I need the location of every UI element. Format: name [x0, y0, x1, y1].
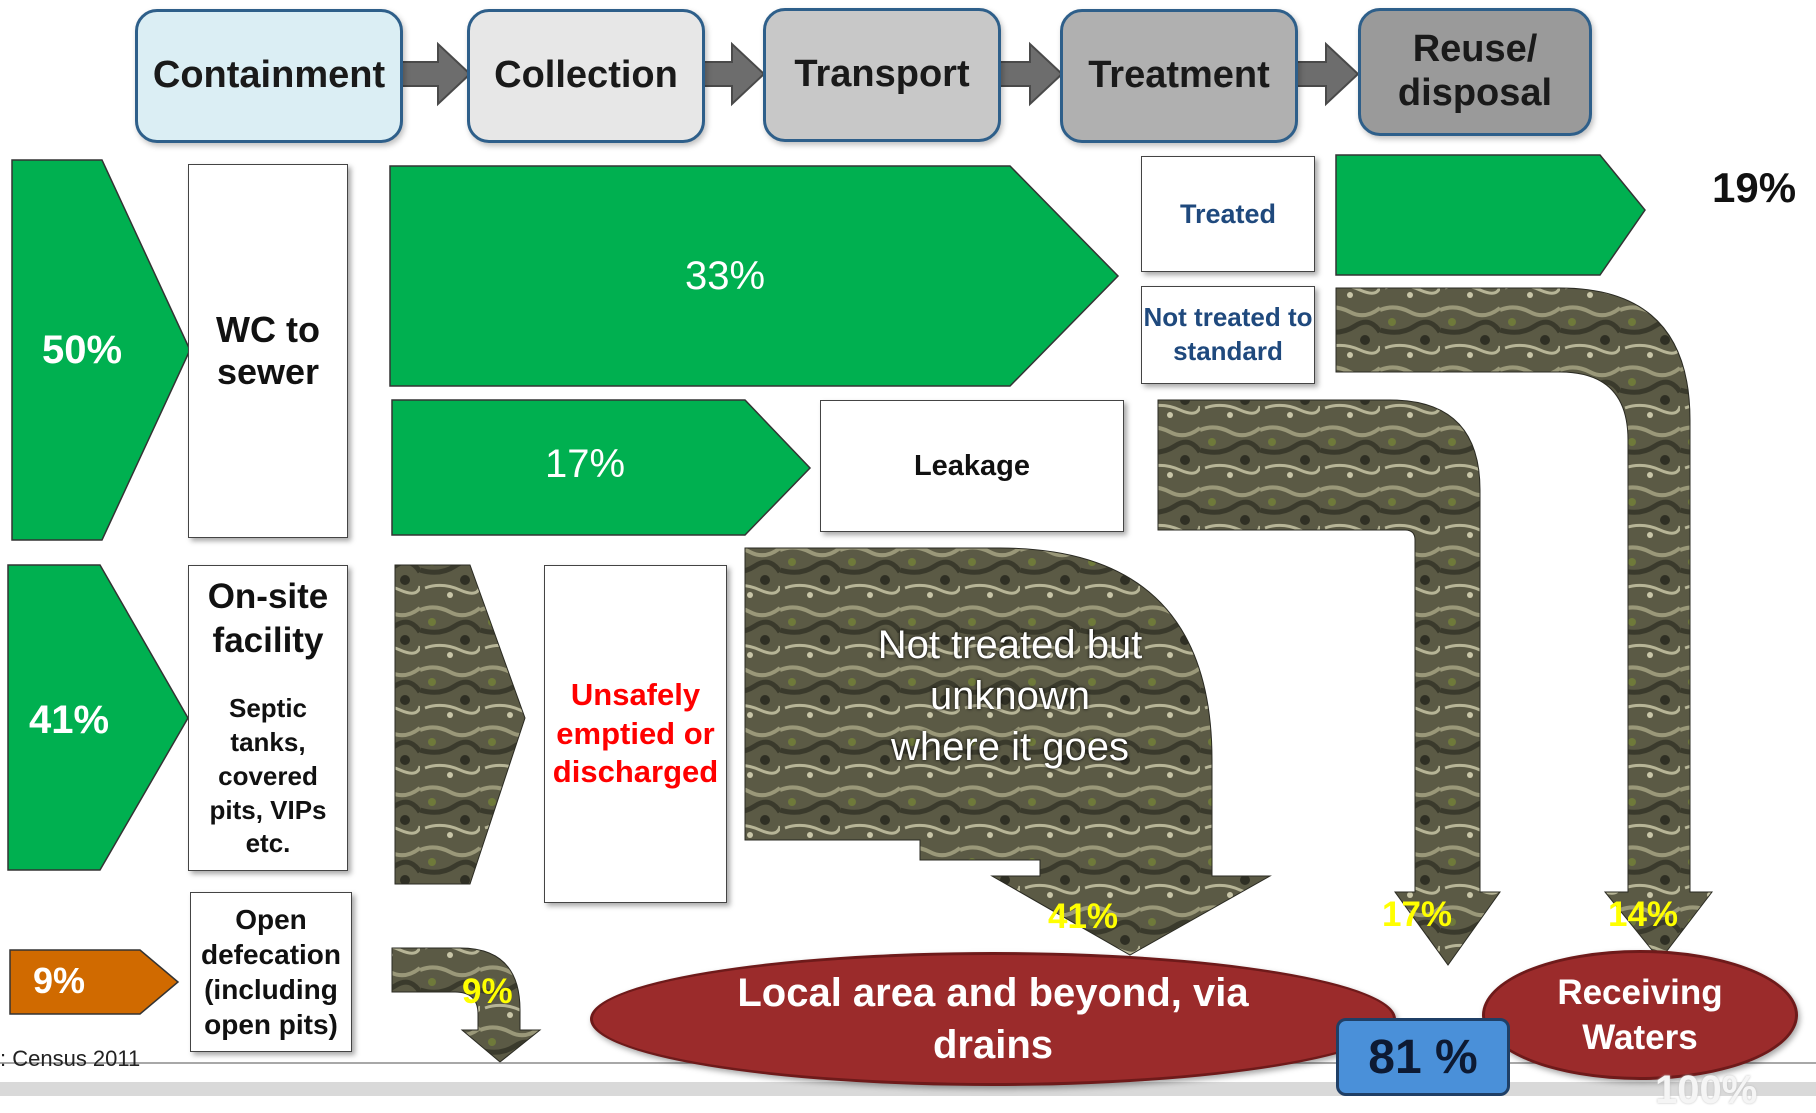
collected-pct: 33% [684, 254, 766, 298]
receiving-waters-label: Receiving Waters [1557, 972, 1723, 1058]
onsite-facility-box: On-site facility Septic tanks, covered p… [188, 565, 348, 871]
collected-arrow [389, 165, 1120, 387]
stage-containment: Containment [135, 9, 403, 143]
reuse-pct: 19% [1712, 164, 1797, 211]
onsite-facility-title: On-site facility [207, 576, 329, 660]
corner-total: 100% [1655, 1068, 1758, 1112]
leak-flow-pct: 17% [1382, 895, 1453, 934]
stage-treatment: Treatment [1060, 9, 1298, 143]
unsafely-emptied-label: Unsafely emptied or discharged [552, 676, 719, 790]
not-treated-label: Not treated to standard [1143, 302, 1313, 366]
onsite-share-arrow [7, 564, 189, 871]
wc-to-sewer-box: WC to sewer [188, 164, 348, 538]
open-share-arrow [9, 949, 180, 1015]
leakage-label: Leakage [913, 449, 1031, 482]
sewer-share-arrow [11, 159, 191, 541]
stage-arrow-3 [994, 41, 1064, 107]
open-defecation-label: Open defecation (including open pits) [200, 904, 342, 1040]
leak-arrow [391, 399, 812, 536]
receiving-waters-ellipse: Receiving Waters [1482, 950, 1798, 1080]
untreated-flow-pct: 14% [1608, 895, 1679, 934]
stage-arrow-2 [699, 41, 766, 107]
treated-label: Treated [1179, 198, 1277, 229]
reuse-arrow [1335, 154, 1646, 276]
total-unsafe-box: 81 % [1336, 1018, 1510, 1096]
source-note: : Census 2011 [0, 1046, 141, 1071]
local-flow-pct: 41% [1048, 897, 1119, 936]
unknown-flow-arrow [744, 547, 1272, 956]
untreated-flow-arrow [1335, 287, 1714, 961]
open-defecation-box: Open defecation (including open pits) [190, 892, 352, 1052]
stage-transport: Transport [763, 8, 1001, 142]
treated-box: Treated [1141, 156, 1315, 272]
stage-arrow-1 [397, 41, 472, 107]
sewer-share-label: 50% [41, 327, 123, 372]
open-share-label: 9% [32, 960, 86, 1001]
wc-to-sewer-label: WC to sewer [216, 309, 320, 392]
stage-reuse: Reuse/ disposal [1358, 8, 1592, 136]
local-area-ellipse: Local area and beyond, via drains [590, 952, 1396, 1086]
stage-arrow-4 [1292, 41, 1360, 107]
leakage-box: Leakage [820, 400, 1124, 532]
unsafely-emptied-box: Unsafely emptied or discharged [544, 565, 727, 903]
local-area-label: Local area and beyond, via drains [737, 971, 1249, 1067]
onsite-facility-examples: Septic tanks, covered pits, VIPs etc. [209, 693, 327, 859]
onsite-flow-arrow [394, 564, 526, 885]
stage-collection: Collection [467, 9, 705, 143]
open-flow-pct: 9% [462, 972, 513, 1011]
open-flow-arrow [391, 947, 542, 1063]
onsite-share-label: 41% [28, 697, 110, 742]
unknown-destination-text: Not treated but unknown where it goes [877, 623, 1143, 770]
not-treated-box: Not treated to standard [1141, 286, 1315, 384]
leak-flow-arrow [1157, 399, 1501, 966]
stage-connector-arrows [397, 41, 1360, 107]
leak-pct: 17% [544, 442, 626, 486]
